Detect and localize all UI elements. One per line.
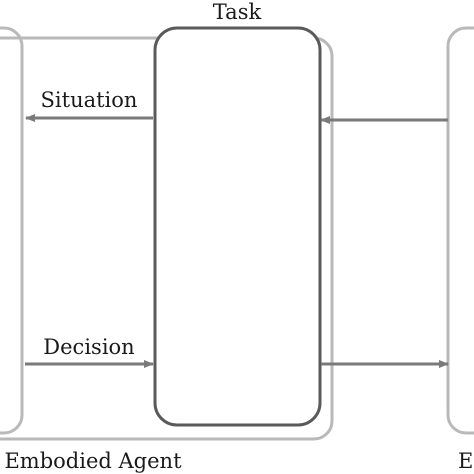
agent-label: Embodied Agent bbox=[4, 449, 182, 473]
agent-core-box bbox=[0, 26, 24, 435]
task-box bbox=[153, 26, 322, 427]
agent-container bbox=[0, 36, 334, 441]
situation-label: Situation bbox=[41, 88, 138, 112]
environment-label-partial: E bbox=[458, 449, 473, 473]
decision-label: Decision bbox=[43, 335, 134, 359]
environment-box bbox=[446, 26, 474, 435]
task-label: Task bbox=[213, 0, 262, 24]
